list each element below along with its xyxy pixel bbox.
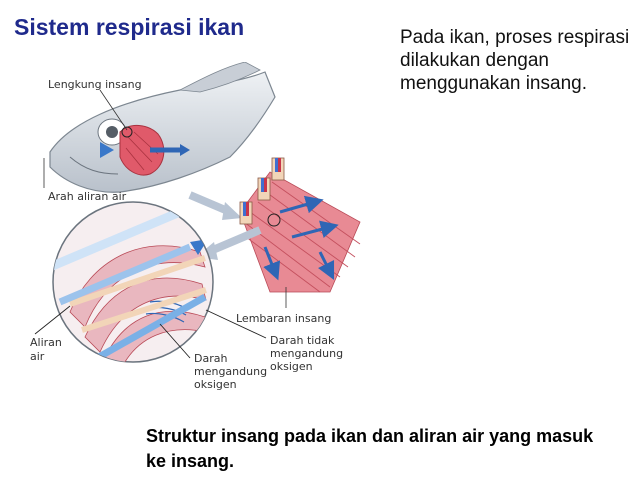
label-water-flow-direction: Arah aliran air [48, 190, 127, 203]
zoom-arrow [188, 191, 232, 216]
label-deoxygenated-blood: oksigen [270, 360, 313, 373]
label-water-flow: Aliran [30, 336, 62, 349]
gill-filament [239, 157, 361, 293]
label-gill-arch: Lengkung insang [48, 78, 142, 91]
label-deoxygenated-blood: Darah tidak [270, 334, 335, 347]
label-oxygenated-blood: Darah [194, 352, 227, 365]
leader-line [205, 309, 267, 339]
lamellae-zoom-circle [52, 201, 214, 363]
label-oxygenated-blood: mengandung [194, 365, 267, 378]
gill-arch [119, 125, 165, 176]
zoom-arrow-head [222, 202, 242, 220]
leader-line [34, 305, 71, 335]
water-flow-arrows-head [30, 142, 190, 158]
leader-line [99, 89, 128, 131]
gill-respiration-diagram: Lengkung insang Arah aliran air [30, 62, 361, 391]
description-text: Pada ikan, proses respirasi dilakukan de… [400, 27, 630, 94]
label-oxygenated-blood: oksigen [194, 378, 237, 391]
label-water-flow: air [30, 350, 45, 363]
figure-caption: Struktur insang pada ikan dan aliran air… [146, 426, 594, 471]
leader-line [159, 323, 191, 359]
fish-head [49, 62, 276, 193]
label-gill-filament: Lembaran insang [236, 312, 331, 325]
label-deoxygenated-blood: mengandung [270, 347, 343, 360]
page-title: Sistem respirasi ikan [14, 14, 245, 40]
